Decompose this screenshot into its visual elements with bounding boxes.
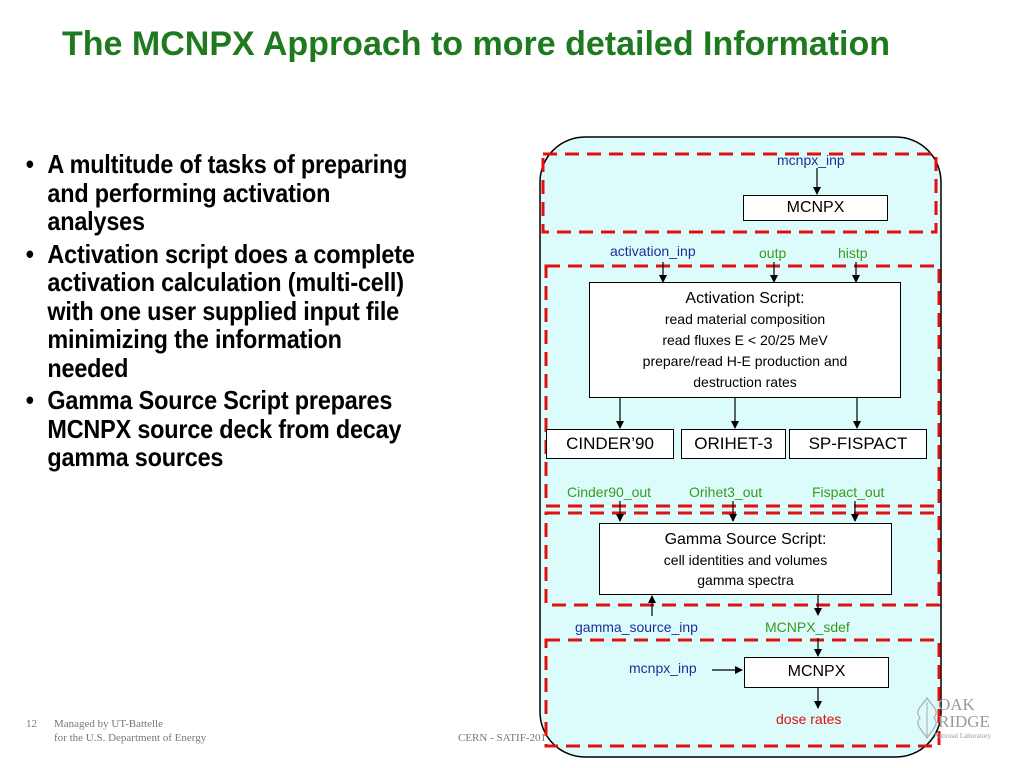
bullet-dot: • xyxy=(25,238,34,269)
bullet-item-3: • Gamma Source Script prepares MCNPX sour… xyxy=(24,386,420,472)
box-orihet3-label: ORIHET-3 xyxy=(694,434,773,453)
dashed-region-activation xyxy=(544,264,941,508)
bullet-item-2: • Activation script does a complete activ… xyxy=(24,238,420,383)
gamma-source-script-line-1: cell identities and volumes xyxy=(663,552,828,568)
logo-text-line-2: RIDGE xyxy=(938,712,990,731)
label-gamma-source-inp: gamma_source_inp xyxy=(575,619,698,635)
dashed-region-final-mcnpx xyxy=(544,638,941,748)
logo-text-line-1: OAK xyxy=(938,695,975,714)
box-mcnpx-top-label: MCNPX xyxy=(786,199,845,216)
bullet-text-3: Gamma Source Script prepares MCNPX sourc… xyxy=(47,385,402,472)
slide-title: The MCNPX Approach to more detailed Info… xyxy=(62,25,891,63)
box-sp-fispact-label: SP-FISPACT xyxy=(808,434,908,453)
box-mcnpx-bottom-label: MCNPX xyxy=(787,663,846,680)
label-orihet3-out: Orihet3_out xyxy=(689,484,763,500)
label-fispact-out: Fispact_out xyxy=(812,484,885,500)
box-sp-fispact: SP-FISPACT xyxy=(789,429,927,459)
oak-ridge-leaf-icon xyxy=(917,696,937,740)
bullet-dot: • xyxy=(25,385,34,415)
box-mcnpx-bottom: MCNPX xyxy=(744,657,889,688)
managed-by-line-1: Managed by UT-Battelle xyxy=(54,718,163,730)
box-activation-script: Activation Script: read material composi… xyxy=(589,282,901,398)
activation-script-title: Activation Script: xyxy=(685,290,805,307)
dashed-region-gamma-source xyxy=(544,511,941,607)
label-mcnpx-inp-top: mcnpx_inp xyxy=(777,152,845,168)
bullet-dot: • xyxy=(25,149,34,179)
label-cinder90-out: Cinder90_out xyxy=(567,484,652,500)
box-orihet3: ORIHET-3 xyxy=(681,429,786,459)
managed-by-line-2: for the U.S. Department of Energy xyxy=(54,732,207,744)
page-number: 12 xyxy=(26,718,37,730)
dashed-region-mcnpx xyxy=(541,152,938,234)
activation-script-line-2: read fluxes E < 20/25 MeV xyxy=(662,332,828,348)
bullet-list: • A multitude of tasks of preparing and p… xyxy=(24,150,464,476)
event-footer: CERN - SATIF-201 xyxy=(458,732,547,744)
label-mcnpx-sdef: MCNPX_sdef xyxy=(765,619,850,635)
label-dose-rates: dose rates xyxy=(776,711,842,727)
label-activation-inp: activation_inp xyxy=(610,243,696,259)
label-histp: histp xyxy=(838,245,868,261)
label-outp: outp xyxy=(759,245,787,261)
oak-ridge-logo: OAK RIDGE National Laboratory xyxy=(912,694,1002,746)
bullet-text-2: Activation script does a complete activa… xyxy=(47,238,415,383)
gamma-source-script-line-2: gamma spectra xyxy=(697,572,794,588)
label-mcnpx-inp-bottom: mcnpx_inp xyxy=(629,660,697,676)
activation-script-line-3: prepare/read H-E production and destruct… xyxy=(642,353,848,390)
box-cinder90-label: CINDER’90 xyxy=(566,434,654,453)
bullet-item-1: • A multitude of tasks of preparing and p… xyxy=(24,150,420,236)
box-cinder90: CINDER’90 xyxy=(546,429,674,459)
activation-script-line-1: read material composition xyxy=(664,311,826,327)
box-gamma-source-script: Gamma Source Script: cell identities and… xyxy=(599,523,892,595)
logo-text-line-3: National Laboratory xyxy=(934,732,991,740)
gamma-source-script-title: Gamma Source Script: xyxy=(664,531,827,548)
box-mcnpx-top: MCNPX xyxy=(743,195,888,221)
bullet-text-1: A multitude of tasks of preparing and pe… xyxy=(47,149,408,236)
